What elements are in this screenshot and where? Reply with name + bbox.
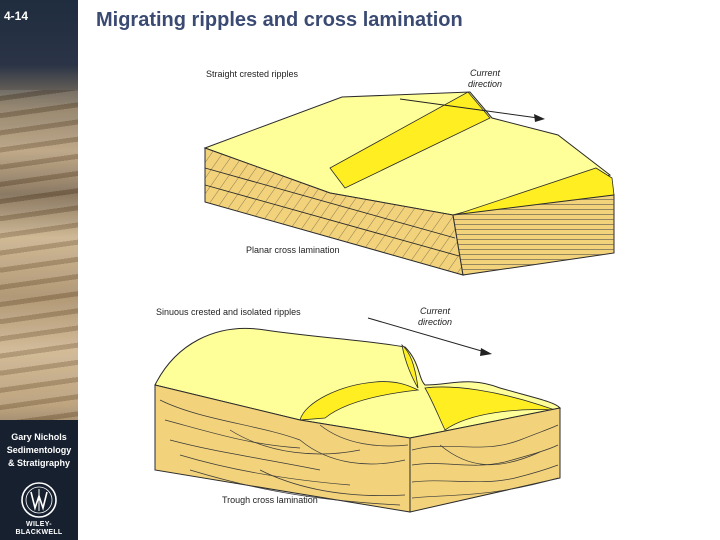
current-bottom-line1: Current xyxy=(419,306,450,316)
book-title-line2: & Stratigraphy xyxy=(7,458,70,468)
publisher-line1: WILEY- xyxy=(26,521,52,528)
current-top-line1: Current xyxy=(469,68,500,78)
trough-block xyxy=(154,328,561,513)
trough-side-face xyxy=(409,407,561,513)
publisher-line2: BLACKWELL xyxy=(15,529,63,536)
trough-ripple-horn xyxy=(401,343,419,389)
slide-number: 4-14 xyxy=(4,9,29,23)
planar-ripple-crest xyxy=(329,91,491,189)
label-straight-crested: Straight crested ripples xyxy=(206,69,299,79)
cliff-photo xyxy=(0,90,78,420)
label-trough-lamination: Trough cross lamination xyxy=(222,495,318,505)
trough-side-laminae xyxy=(411,424,559,499)
slide-title: Migrating ripples and cross lamination xyxy=(96,9,463,31)
trough-ripple-crest-left xyxy=(299,381,420,421)
arrowhead-icon xyxy=(534,114,545,122)
current-bottom-line2: direction xyxy=(417,317,453,327)
current-arrow-bottom xyxy=(367,317,486,353)
wiley-logo-icon xyxy=(21,482,57,518)
planar-block xyxy=(203,91,615,276)
trough-ripple-crest-right xyxy=(424,386,556,431)
trough-laminae xyxy=(159,399,409,506)
arrowhead-icon xyxy=(480,348,492,356)
book-title-box: Gary Nichols Sedimentology & Stratigraph… xyxy=(0,420,78,540)
current-arrow-top xyxy=(399,98,539,119)
label-current-top: Current direction xyxy=(460,68,510,90)
sidebar: 4-14 Gary Nichols Sedimentology & Strati… xyxy=(0,0,78,540)
label-current-bottom: Current direction xyxy=(410,306,460,328)
current-top-line2: direction xyxy=(467,79,503,89)
book-title-line1: Sedimentology xyxy=(6,445,72,455)
book-author: Gary Nichols xyxy=(11,432,67,442)
label-sinuous-crested: Sinuous crested and isolated ripples xyxy=(156,307,301,317)
label-planar-lamination: Planar cross lamination xyxy=(246,245,340,255)
